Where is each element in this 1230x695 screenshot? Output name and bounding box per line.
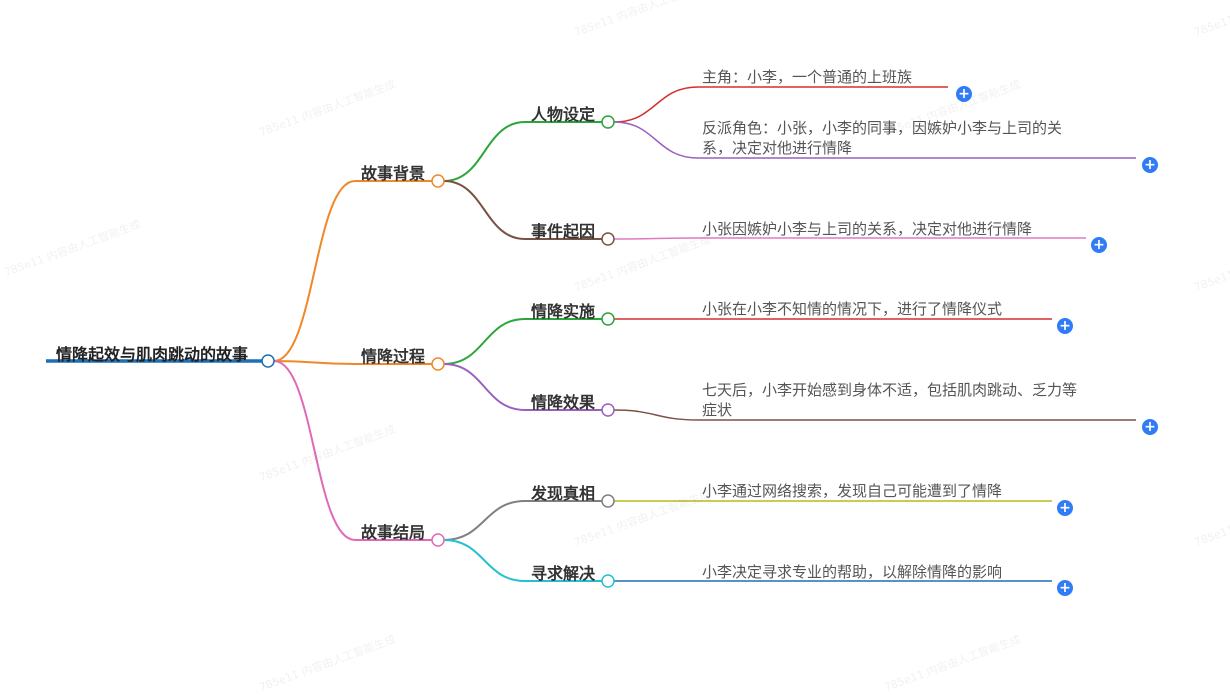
edge-sub-leaf <box>613 409 699 421</box>
subtopic: 情降实施 <box>531 302 596 321</box>
expand-plus-icon[interactable]: + <box>1057 318 1073 334</box>
expand-plus-icon[interactable]: + <box>1057 500 1073 516</box>
leaf-text: 系，决定对他进行情降 <box>702 139 853 157</box>
subtopic: 发现真相 <box>531 484 596 503</box>
edge-root-branch <box>273 180 356 362</box>
subtopic-toggle-circle[interactable] <box>601 494 615 508</box>
edge-branch-sub <box>443 539 526 582</box>
subtopic-toggle-circle[interactable] <box>601 232 615 246</box>
leaf-text: 小李决定寻求专业的帮助，以解除情降的影响 <box>702 563 1003 581</box>
leaf-text: 小李通过网络搜索，发现自己可能遭到了情降 <box>702 482 1003 500</box>
branch-topic: 故事背景 <box>361 164 426 183</box>
mindmap-edges <box>46 86 1136 588</box>
subtopic-toggle-circle[interactable] <box>601 574 615 588</box>
branch-topic: 故事结局 <box>361 523 426 542</box>
edge-root-branch <box>273 360 356 365</box>
edge-root-branch <box>273 360 356 541</box>
subtopic-toggle-circle[interactable] <box>601 115 615 129</box>
leaf-text: 反派角色：小张，小李的同事，因嫉妒小李与上司的关 <box>702 119 1063 137</box>
edge-branch-sub <box>443 500 526 541</box>
expand-plus-icon[interactable]: + <box>1091 237 1107 253</box>
leaf-text: 小张在小李不知情的情况下，进行了情降仪式 <box>702 300 1003 318</box>
leaf-text: 小张因嫉妒小李与上司的关系，决定对他进行情降 <box>702 220 1033 238</box>
leaf-text: 七天后，小李开始感到身体不适，包括肌肉跳动、乏力等 <box>702 381 1078 399</box>
root-toggle-circle[interactable] <box>261 354 275 368</box>
root-topic: 情降起效与肌肉跳动的故事 <box>56 345 249 364</box>
branch-toggle-circle[interactable] <box>431 533 445 547</box>
branch-toggle-circle[interactable] <box>431 357 445 371</box>
expand-plus-icon[interactable]: + <box>956 86 972 102</box>
subtopic: 人物设定 <box>531 105 596 124</box>
edge-branch-sub <box>443 363 526 411</box>
expand-plus-icon[interactable]: + <box>1142 419 1158 435</box>
leaf-text: 症状 <box>702 401 733 419</box>
leaf-text: 主角：小李，一个普通的上班族 <box>702 68 913 86</box>
subtopic-toggle-circle[interactable] <box>601 403 615 417</box>
edge-sub-leaf <box>613 121 699 159</box>
subtopic: 情降效果 <box>531 393 596 412</box>
edge-branch-sub <box>443 121 526 182</box>
expand-plus-icon[interactable]: + <box>1057 580 1073 596</box>
branch-topic: 情降过程 <box>361 347 426 366</box>
subtopic: 事件起因 <box>531 222 596 241</box>
edge-sub-leaf <box>613 86 699 123</box>
subtopic-toggle-circle[interactable] <box>601 312 615 326</box>
subtopic: 寻求解决 <box>531 564 596 583</box>
expand-plus-icon[interactable]: + <box>1142 157 1158 173</box>
edge-sub-leaf <box>613 237 699 240</box>
edge-branch-sub <box>443 318 526 365</box>
edge-branch-sub <box>443 180 526 240</box>
branch-toggle-circle[interactable] <box>431 174 445 188</box>
